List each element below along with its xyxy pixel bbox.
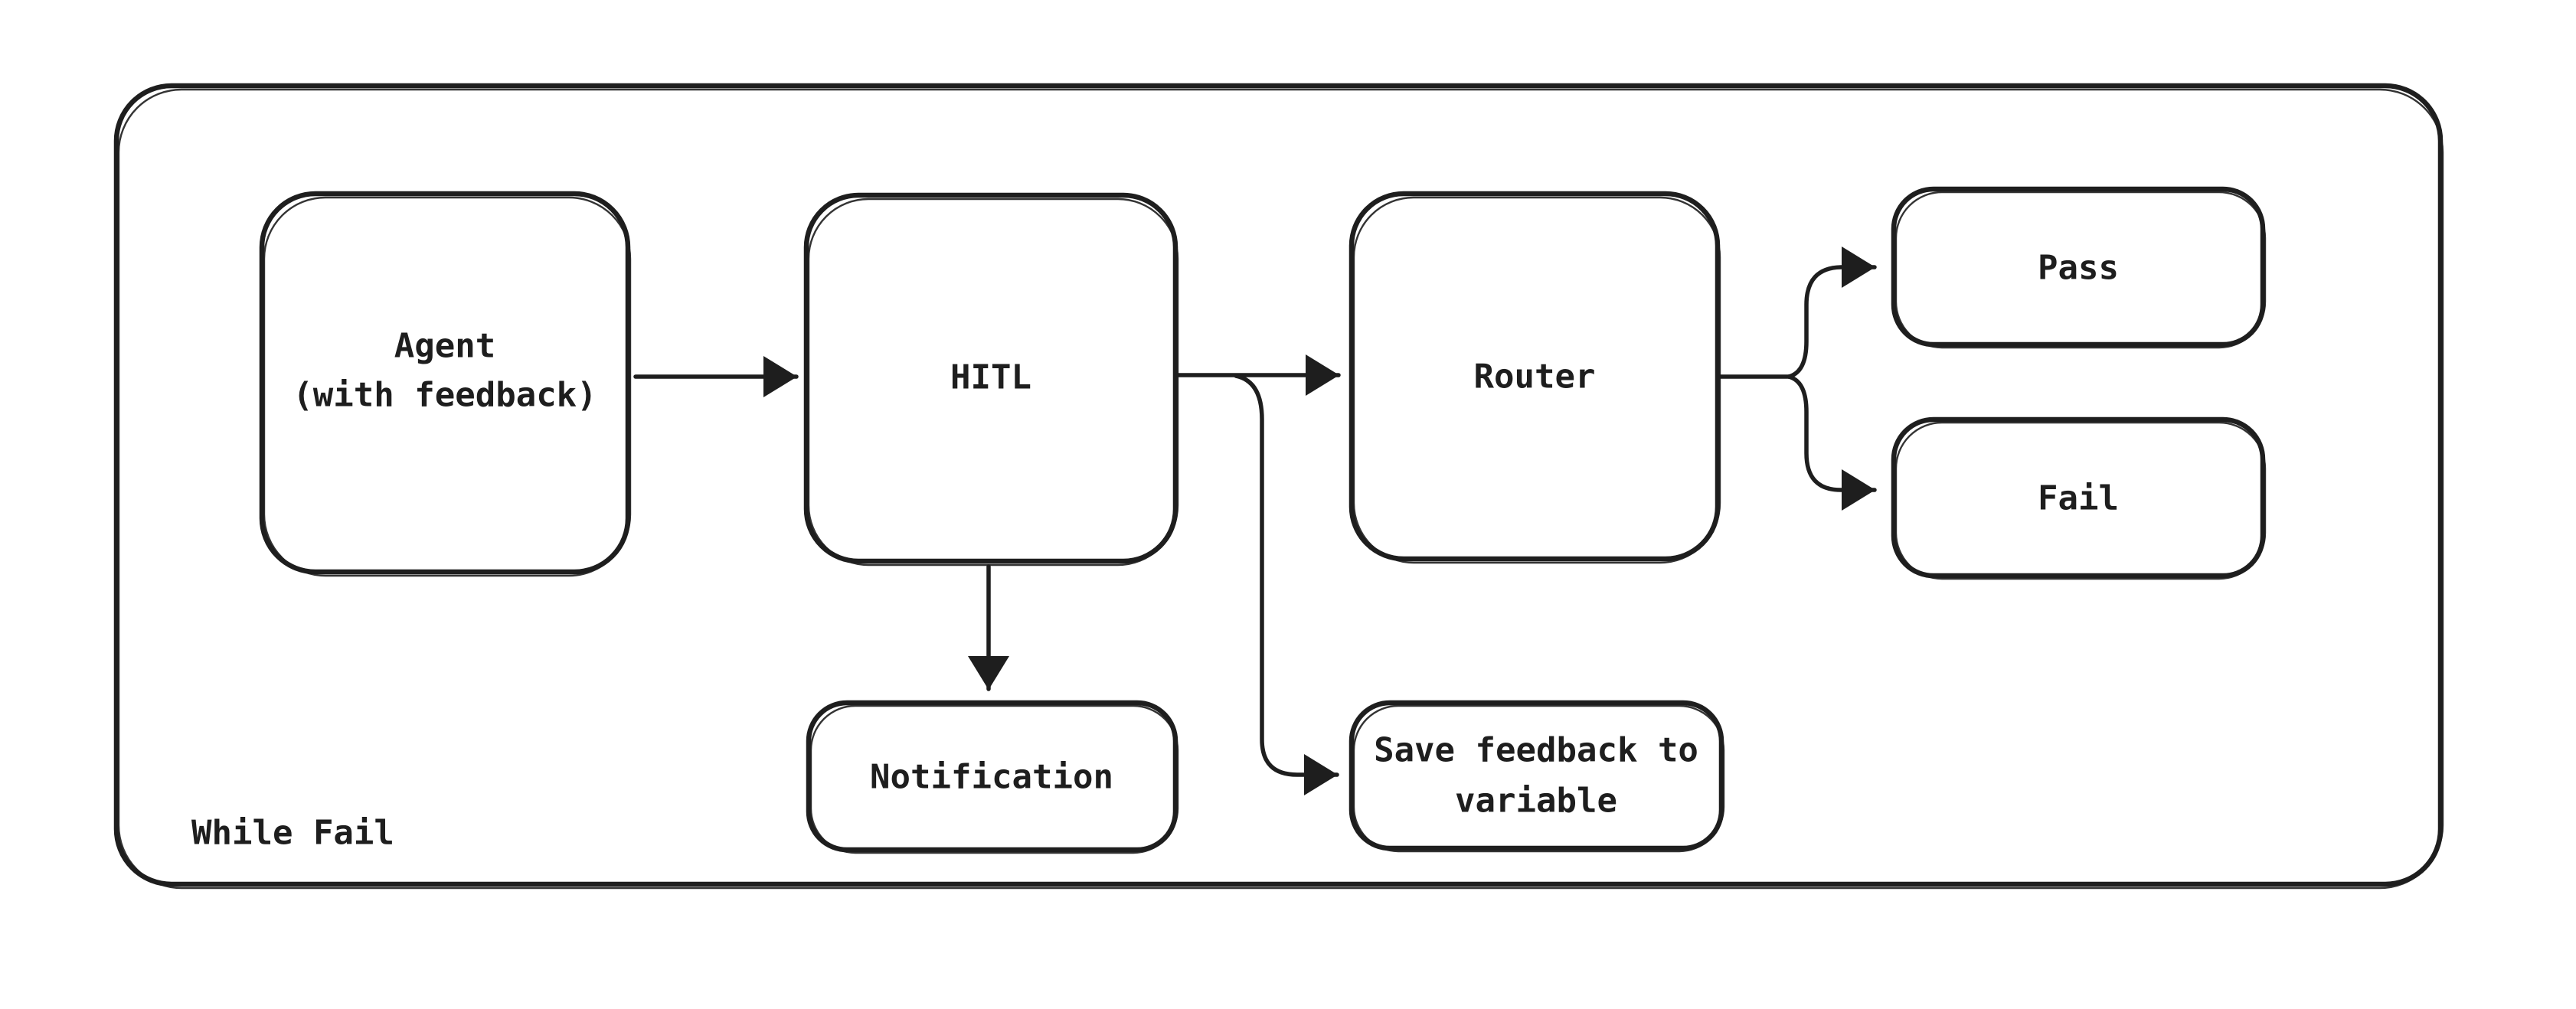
node-pass: Pass xyxy=(1891,186,2267,349)
save-feedback-node-box-sketch xyxy=(1352,704,1725,853)
hitl-node-box xyxy=(803,192,1178,564)
pass-node-box xyxy=(1891,186,2266,348)
edges-layer xyxy=(633,247,1877,795)
notification-node-box-sketch xyxy=(809,704,1179,854)
node-notification: Notification xyxy=(806,700,1179,854)
fail-node-box-sketch xyxy=(1894,421,2267,580)
while-fail-label: While Fail xyxy=(191,814,394,853)
node-router: Router xyxy=(1348,191,1721,564)
hitl-node-box-sketch xyxy=(807,198,1179,567)
agent-node-label-line2: (with feedback) xyxy=(293,376,597,415)
fail-node-label: Fail xyxy=(2038,479,2119,518)
save-feedback-node-label-line2: variable xyxy=(1455,782,1617,821)
while-fail-container-border-sketch xyxy=(117,88,2444,890)
edge-hitl-to-save-feedback xyxy=(1234,374,1339,795)
edge-router-to-fail xyxy=(1787,374,1877,511)
router-node-label: Router xyxy=(1474,358,1596,397)
save-feedback-node-label-line1: Save feedback to xyxy=(1374,731,1698,770)
router-node-box xyxy=(1348,191,1721,562)
notification-node-label: Notification xyxy=(870,758,1113,797)
node-fail: Fail xyxy=(1891,416,2267,580)
pass-node-label: Pass xyxy=(2038,249,2119,288)
agent-node-box-sketch xyxy=(263,196,632,577)
router-node-box-sketch xyxy=(1352,196,1721,564)
notification-node-box xyxy=(806,700,1178,853)
edge-router-to-pass xyxy=(1787,247,1877,379)
agent-node-label-line1: Agent xyxy=(394,327,495,366)
node-hitl: HITL xyxy=(803,192,1179,567)
node-agent: Agent (with feedback) xyxy=(259,191,632,577)
agent-node-box xyxy=(259,191,631,575)
node-save-feedback: Save feedback to variable xyxy=(1348,700,1725,853)
fail-node-box xyxy=(1891,416,2266,579)
pass-node-box-sketch xyxy=(1894,191,2267,349)
hitl-node-label: HITL xyxy=(950,358,1031,397)
save-feedback-node-box xyxy=(1348,700,1724,851)
